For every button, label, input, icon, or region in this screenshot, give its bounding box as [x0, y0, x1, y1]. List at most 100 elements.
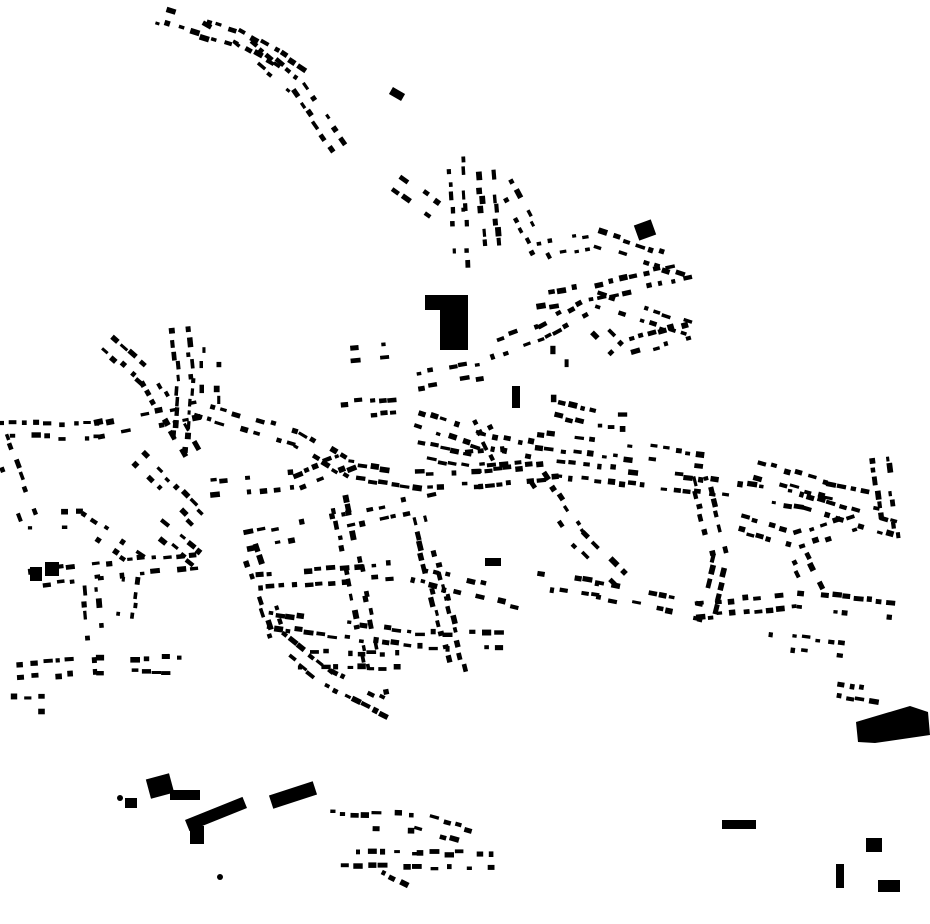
building	[415, 632, 425, 637]
building-industrial	[268, 781, 318, 809]
building	[622, 238, 631, 245]
building	[273, 46, 281, 53]
building	[330, 468, 339, 475]
building	[886, 462, 894, 474]
building	[477, 448, 484, 454]
building-industrial-se	[856, 706, 930, 743]
building	[330, 809, 336, 814]
building	[320, 459, 331, 469]
building	[314, 566, 322, 572]
building	[737, 525, 746, 533]
building	[448, 191, 454, 201]
building	[627, 469, 639, 476]
building	[325, 564, 336, 571]
building	[825, 481, 837, 488]
building-large	[633, 219, 657, 241]
building	[692, 476, 698, 487]
building	[475, 375, 485, 383]
building	[426, 491, 437, 498]
building	[380, 869, 387, 876]
building	[322, 455, 333, 464]
building	[356, 849, 360, 855]
building	[246, 544, 257, 552]
building	[65, 564, 76, 570]
building	[811, 536, 820, 544]
building	[69, 579, 75, 584]
building	[793, 570, 801, 579]
building	[357, 651, 366, 657]
building	[505, 479, 512, 486]
building	[594, 479, 602, 484]
building	[243, 560, 251, 569]
building	[299, 101, 307, 110]
building	[273, 625, 284, 633]
building	[189, 566, 199, 571]
building	[256, 596, 264, 606]
building	[291, 427, 299, 435]
building	[9, 433, 16, 438]
building	[206, 416, 212, 422]
building	[461, 462, 470, 468]
building	[484, 645, 489, 650]
building	[895, 531, 901, 539]
building	[682, 274, 693, 281]
building	[371, 563, 377, 568]
building	[148, 398, 157, 406]
building	[186, 337, 194, 348]
building	[213, 385, 220, 393]
building	[178, 24, 185, 30]
building	[339, 812, 346, 817]
building	[594, 580, 600, 587]
building	[338, 544, 345, 552]
building	[561, 322, 570, 330]
building	[447, 432, 458, 441]
building	[479, 195, 486, 205]
building	[14, 458, 22, 469]
building	[717, 581, 725, 591]
building	[454, 821, 462, 828]
building	[825, 499, 836, 507]
building	[798, 543, 806, 550]
building	[339, 673, 346, 680]
building	[403, 864, 411, 870]
building	[608, 556, 620, 568]
building	[347, 665, 354, 669]
building	[170, 339, 175, 348]
building	[430, 441, 440, 448]
building	[351, 609, 360, 620]
building	[429, 587, 436, 595]
building	[486, 462, 497, 468]
building	[94, 536, 102, 544]
building	[444, 571, 451, 577]
building	[157, 536, 168, 546]
building	[265, 583, 275, 589]
building	[714, 593, 722, 602]
building	[434, 609, 439, 617]
building	[448, 364, 458, 370]
building	[486, 423, 494, 431]
building	[93, 418, 104, 426]
building	[436, 571, 443, 581]
building	[627, 480, 637, 486]
building	[305, 670, 316, 680]
building	[400, 496, 407, 503]
building	[536, 570, 546, 577]
building	[340, 863, 349, 868]
building	[359, 564, 366, 573]
building	[448, 182, 453, 188]
building	[628, 335, 635, 342]
building	[616, 339, 625, 347]
building	[598, 580, 605, 586]
building	[191, 378, 196, 384]
building	[370, 463, 380, 470]
building	[158, 422, 165, 429]
building	[860, 488, 870, 495]
building	[91, 561, 100, 566]
building	[534, 444, 544, 452]
building	[154, 21, 160, 26]
building	[402, 510, 411, 517]
building	[381, 639, 390, 646]
building	[661, 313, 671, 320]
building	[185, 326, 191, 333]
building	[494, 203, 500, 213]
